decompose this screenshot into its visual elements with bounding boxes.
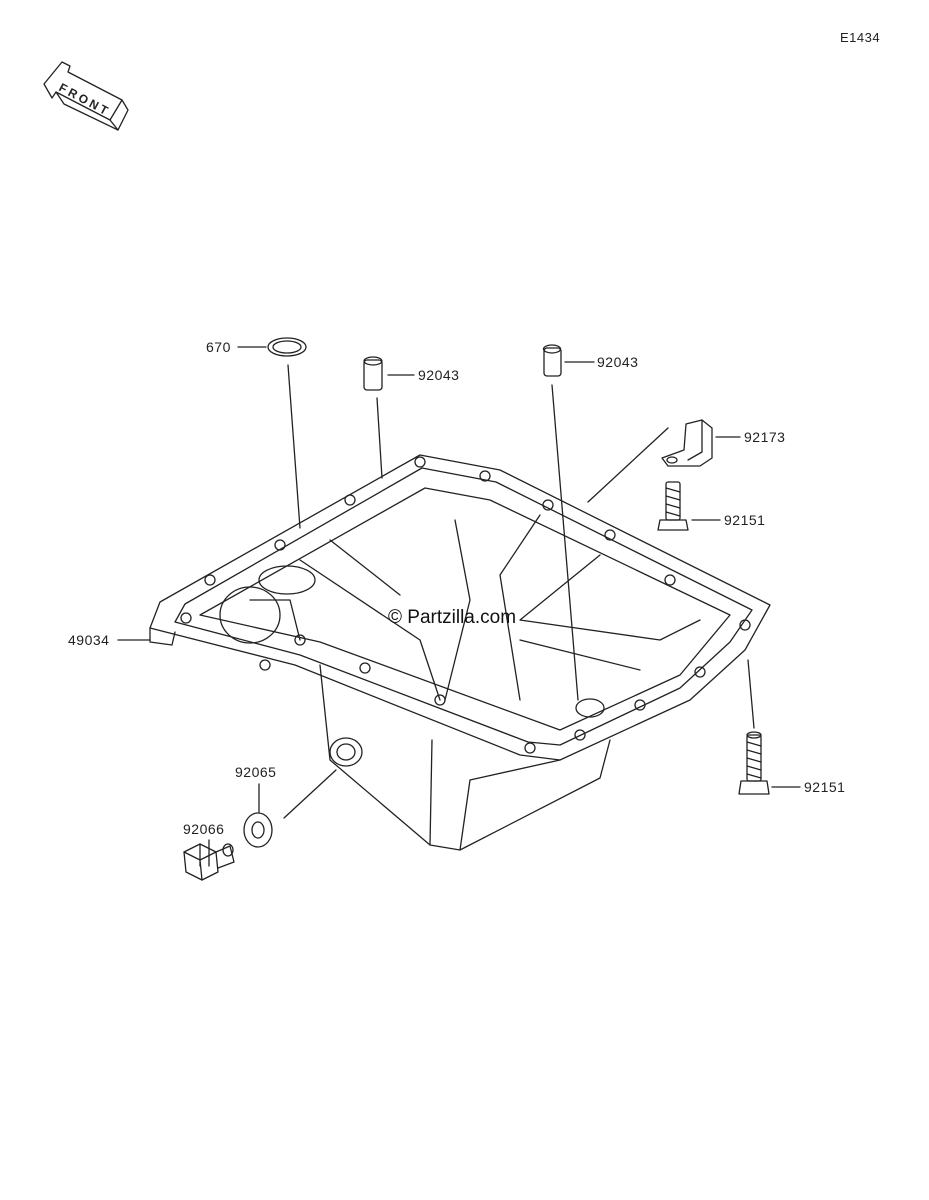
clamp-part (661, 419, 713, 467)
washer-part (243, 812, 273, 848)
part-number-92065[interactable]: 92065 (235, 764, 277, 780)
part-number-92151-bottom[interactable]: 92151 (804, 779, 846, 795)
leader-line-92043-right-drop (551, 384, 579, 701)
leader-line-92173-drop (587, 427, 669, 503)
part-number-92151-top[interactable]: 92151 (724, 512, 766, 528)
part-number-92066[interactable]: 92066 (183, 821, 225, 837)
dowel-pin-right-part (542, 344, 562, 377)
part-number-92043-right[interactable]: 92043 (597, 354, 639, 370)
leader-line-670-drop (287, 364, 301, 529)
leader-line-92065-drop (283, 769, 337, 819)
bolt-clamp-part (657, 481, 689, 531)
drain-plug-part (183, 843, 235, 881)
oil-pan-part (149, 454, 771, 851)
part-number-92173[interactable]: 92173 (744, 429, 786, 445)
bolt-pan-part (738, 731, 770, 795)
leader-line-92043-left-drop (376, 397, 383, 479)
leader-line-92151-bottom-drop (747, 659, 755, 729)
part-number-670[interactable]: 670 (206, 339, 231, 355)
o-ring-part (267, 337, 307, 357)
part-number-49034[interactable]: 49034 (68, 632, 110, 648)
dowel-pin-left-part (363, 356, 383, 391)
front-arrow-icon: FRONT (43, 61, 129, 131)
diagram-id-label: E1434 (840, 30, 881, 45)
watermark-text: © Partzilla.com (388, 607, 517, 628)
part-number-92043-left[interactable]: 92043 (418, 367, 460, 383)
